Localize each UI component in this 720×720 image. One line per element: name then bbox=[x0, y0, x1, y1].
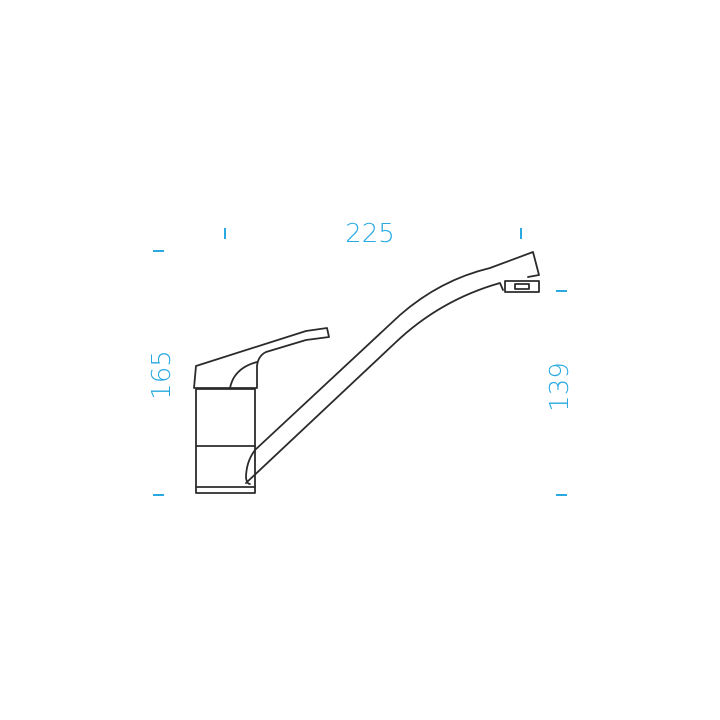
spout-base bbox=[245, 449, 256, 485]
dimension-ticks bbox=[153, 228, 567, 496]
height-spout-dimension-label: 139 bbox=[545, 362, 575, 412]
faucet-outline bbox=[193, 251, 540, 494]
faucet-body bbox=[195, 388, 256, 494]
spout-bottom bbox=[245, 282, 504, 484]
faucet-lever bbox=[193, 327, 330, 389]
height-total-dimension-label: 165 bbox=[147, 350, 177, 400]
spout-top bbox=[254, 251, 540, 451]
width-dimension-label: 225 bbox=[345, 219, 395, 249]
lever-inner-curve bbox=[229, 361, 258, 389]
spout-nozzle bbox=[504, 280, 540, 293]
aerator bbox=[514, 283, 530, 290]
